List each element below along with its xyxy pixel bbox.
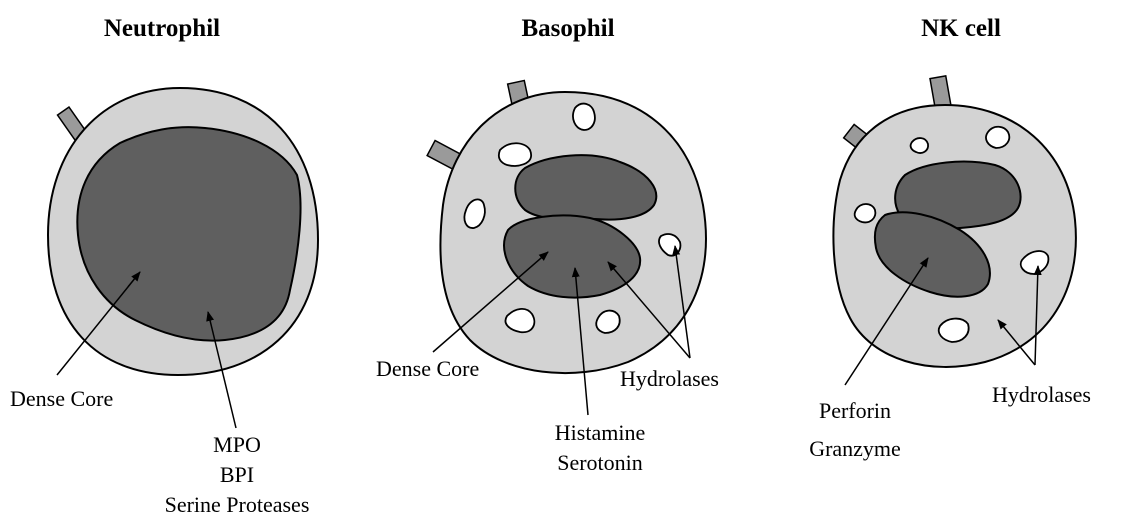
basophil-serotonin-label: Serotonin: [557, 450, 643, 475]
nk-cell-granzyme-label: Granzyme: [809, 436, 901, 461]
nk-cell-title: NK cell: [921, 15, 1001, 42]
neutrophil-title: Neutrophil: [104, 15, 220, 42]
basophil-cell: Basophil Dense Core Hydrolases Histamine…: [376, 15, 719, 475]
nk-cell-granule: [939, 319, 969, 342]
basophil-dense-core-label: Dense Core: [376, 356, 479, 381]
basophil-granule: [505, 309, 534, 332]
neutrophil-bpi-label: BPI: [220, 462, 254, 487]
neutrophil-mpo-label: MPO: [213, 432, 261, 457]
nk-cell-granule: [855, 204, 876, 222]
basophil-title: Basophil: [521, 15, 614, 42]
nk-cell-perforin-label: Perforin: [819, 398, 891, 423]
basophil-granule: [499, 143, 531, 166]
nk-cell: NK cell Hydrolases Perforin Granzyme: [809, 15, 1091, 461]
nk-cell-granule: [986, 127, 1009, 148]
basophil-granule: [573, 104, 595, 130]
neutrophil-dense-core-label: Dense Core: [10, 386, 113, 411]
neutrophil-cell: Neutrophil Dense Core MPO BPI Serine Pro…: [10, 15, 318, 517]
nk-cell-granule: [911, 138, 929, 153]
basophil-histamine-label: Histamine: [555, 420, 645, 445]
basophil-hydrolases-label: Hydrolases: [620, 366, 719, 391]
nk-cell-hydrolases-label: Hydrolases: [992, 382, 1091, 407]
neutrophil-serine-proteases-label: Serine Proteases: [165, 492, 310, 517]
